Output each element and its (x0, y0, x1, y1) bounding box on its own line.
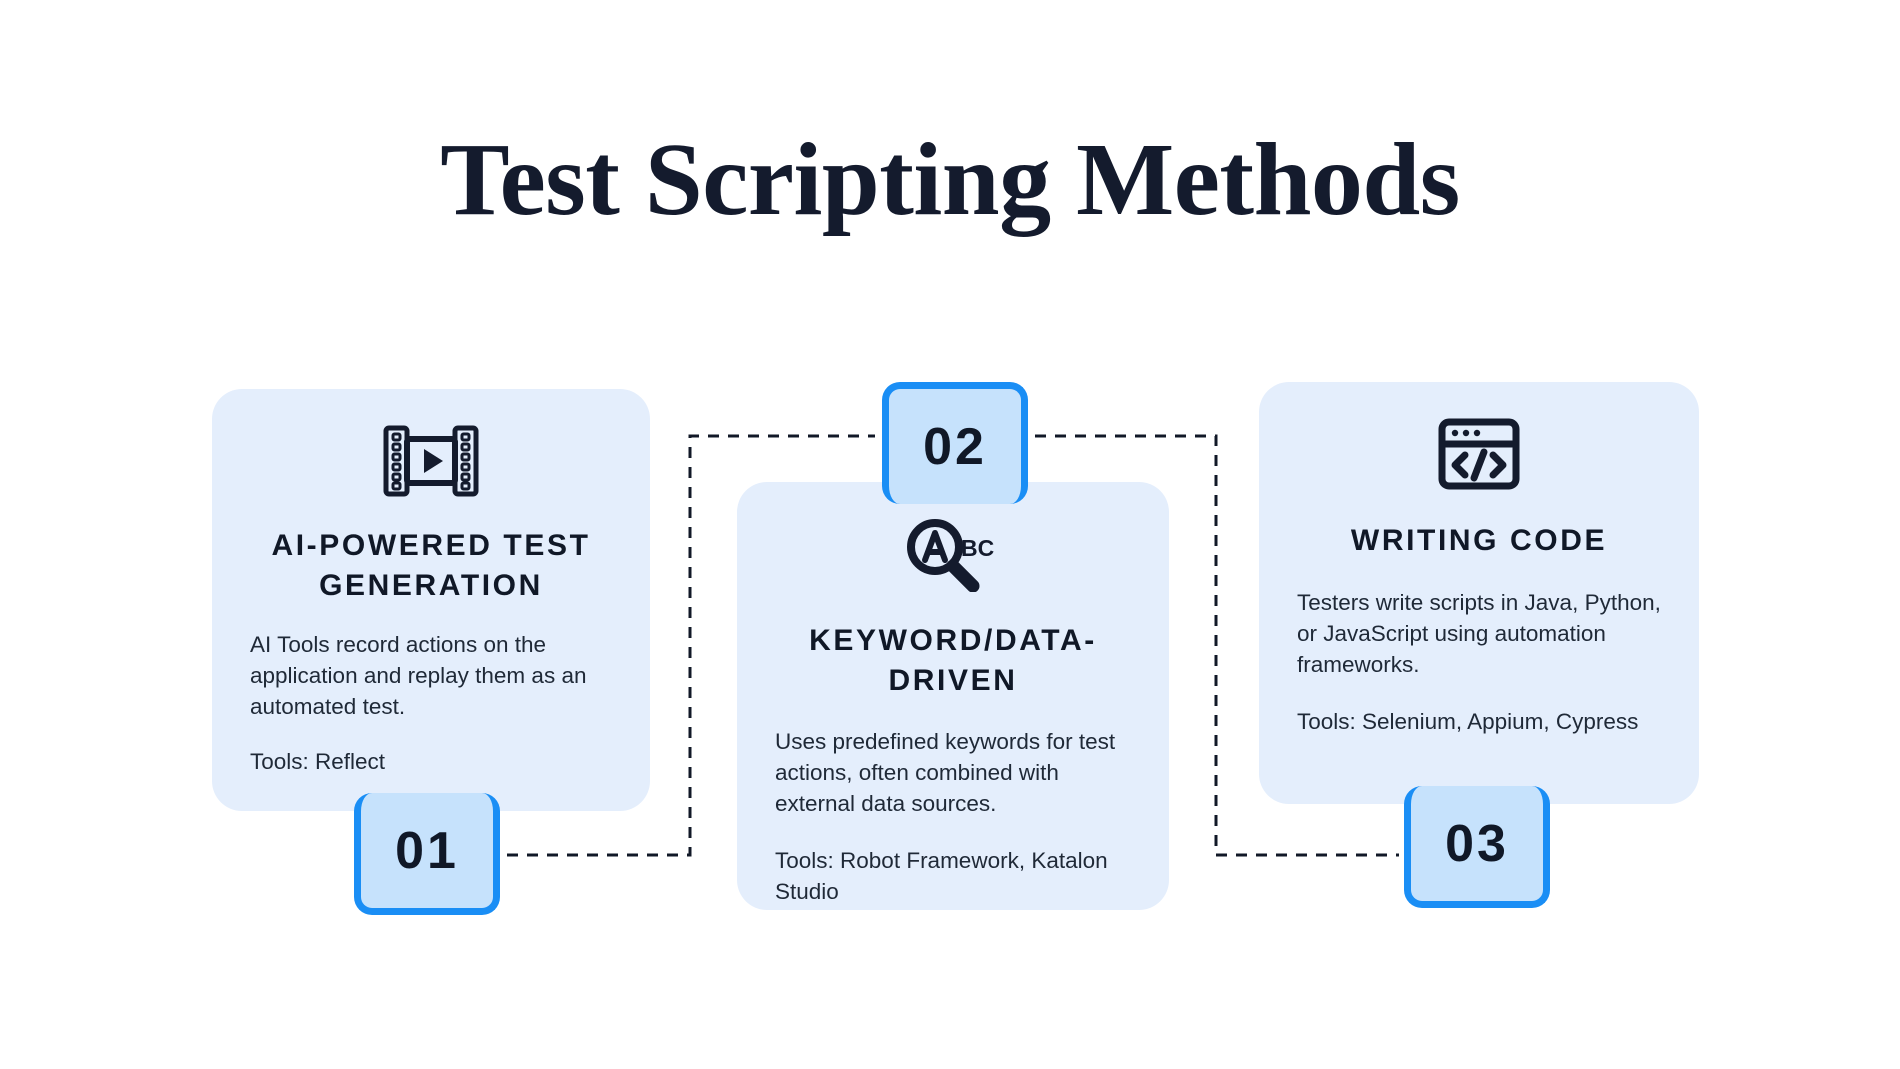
card-tools-text: Tools: Selenium, Appium, Cypress (1297, 708, 1639, 734)
card-heading: AI-POWERED TEST GENERATION (271, 529, 591, 602)
card-content: WRITING CODE Testers write scripts in Ja… (1259, 382, 1699, 804)
step-number-badge-01[interactable]: 01 (354, 793, 500, 915)
step-number-badge-02[interactable]: 02 (882, 382, 1028, 504)
card-writing-code[interactable]: WRITING CODE Testers write scripts in Ja… (1259, 382, 1699, 804)
card-body-text: Testers write scripts in Java, Python, o… (1297, 589, 1661, 677)
card-tools-text: Tools: Reflect (250, 749, 386, 775)
film-strip-play-icon (383, 425, 479, 502)
card-tools-text: Tools: Robot Framework, Katalon Studio (775, 848, 1108, 905)
step-number-badge-03[interactable]: 03 (1404, 786, 1550, 908)
card-keyword-data-driven[interactable]: BC KEYWORD/DATA-DRIVEN Uses predefined k… (737, 482, 1169, 910)
card-content: BC KEYWORD/DATA-DRIVEN Uses predefined k… (737, 482, 1169, 910)
card-content: AI-POWERED TEST GENERATION AI Tools reco… (212, 389, 650, 811)
magnifier-abc-icon: BC (901, 518, 1005, 597)
code-window-icon (1438, 418, 1520, 495)
card-heading: KEYWORD/DATA-DRIVEN (809, 624, 1097, 697)
card-body-text: AI Tools record actions on the applicati… (250, 632, 587, 720)
card-heading: WRITING CODE (1350, 524, 1608, 557)
card-body-text: Uses predefined keywords for test action… (775, 729, 1116, 817)
page-title: Test Scripting Methods (440, 122, 1460, 237)
svg-text:BC: BC (961, 535, 994, 561)
card-ai-powered-test-generation[interactable]: AI-POWERED TEST GENERATION AI Tools reco… (212, 389, 650, 811)
